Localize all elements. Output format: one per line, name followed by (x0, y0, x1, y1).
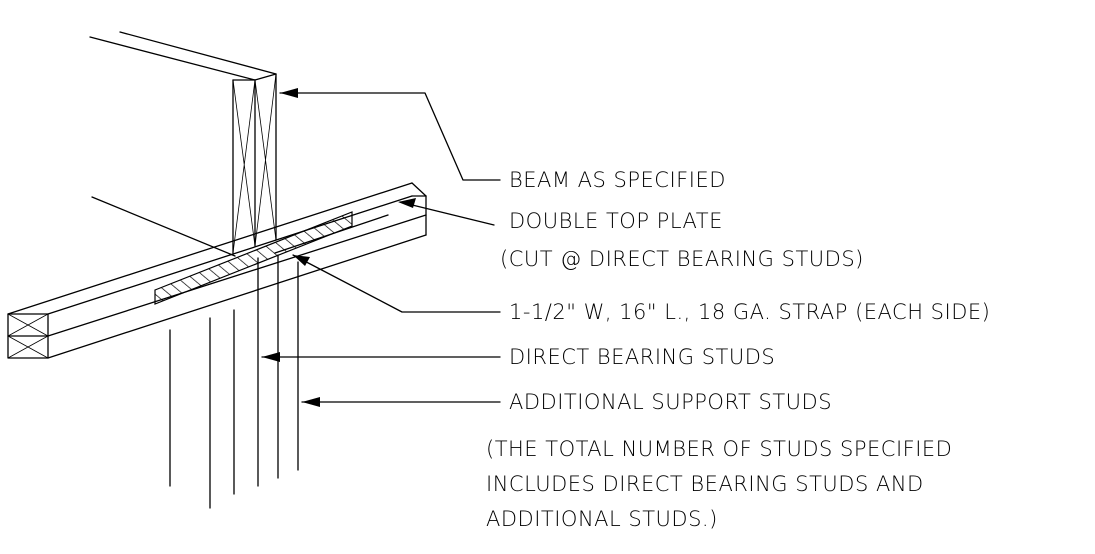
beam (89, 31, 277, 254)
label-additional-support-studs: ADDITIONAL SUPPORT STUDS (509, 390, 832, 414)
double-top-plate (7, 182, 427, 359)
note-line-2: INCLUDES DIRECT BEARING STUDS AND (486, 472, 924, 496)
note-line-3: ADDITIONAL STUDS.) (486, 507, 718, 531)
wall-background-line (91, 196, 236, 257)
label-strap: 1-1/2" W, 16" L., 18 GA. STRAP (EACH SID… (509, 300, 990, 324)
label-top-plate-note: (CUT @ DIRECT BEARING STUDS) (500, 247, 864, 271)
label-double-top-plate: DOUBLE TOP PLATE (509, 209, 723, 233)
steel-strap (154, 211, 353, 305)
label-direct-bearing-studs: DIRECT BEARING STUDS (509, 345, 775, 369)
label-beam: BEAM AS SPECIFIED (509, 168, 726, 192)
leader-lines (261, 88, 501, 407)
note-line-1: (THE TOTAL NUMBER OF STUDS SPECIFIED (486, 437, 952, 461)
studs (169, 254, 299, 509)
